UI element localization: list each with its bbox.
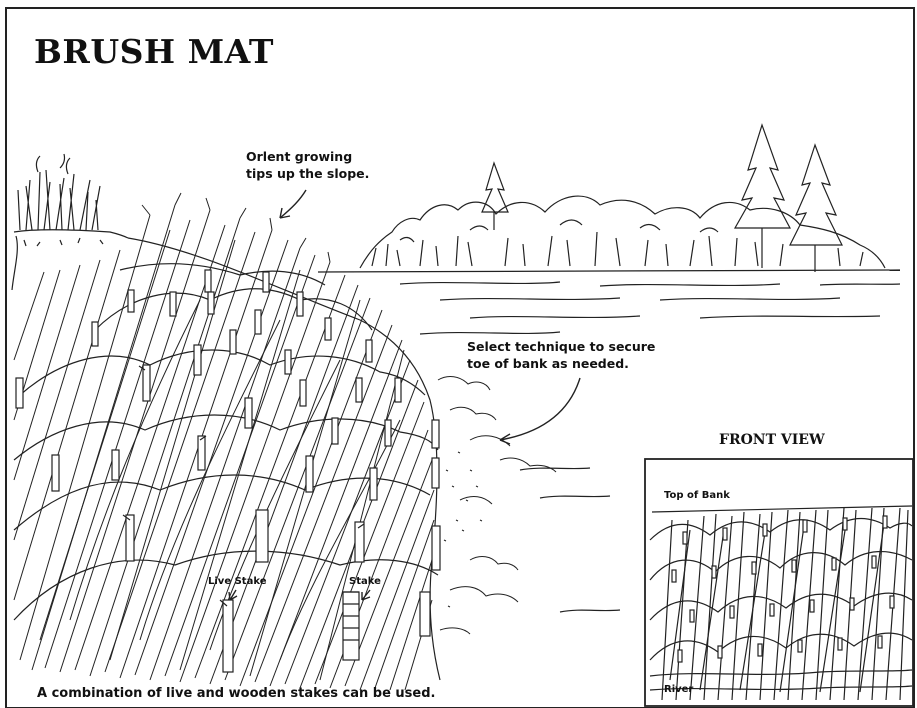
background-treeline: [360, 196, 885, 268]
top-of-bank-label: Top of Bank: [664, 487, 730, 504]
orient-line-1: Orlent growing: [246, 148, 369, 165]
select-arrow: [500, 378, 580, 440]
select-callout: Select technique to secure toe of bank a…: [467, 338, 655, 372]
caption: A combination of live and wooden stakes …: [37, 686, 435, 701]
live-stake-label: Live Stake: [208, 573, 266, 590]
orient-arrow: [280, 190, 306, 218]
conifer-trees: [482, 125, 842, 272]
select-line-1: Select technique to secure: [467, 338, 655, 355]
orient-callout: Orlent growing tips up the slope.: [246, 148, 369, 182]
diagram-title: BRUSH MAT: [34, 32, 274, 71]
stake-label: Stake: [349, 573, 381, 590]
river-label: River: [664, 681, 693, 698]
bank-top-grass: [12, 154, 128, 290]
orient-line-2: tips up the slope.: [246, 165, 369, 182]
toe-of-bank-rocks: [438, 377, 556, 634]
select-line-2: toe of bank as needed.: [467, 355, 655, 372]
front-view-title: FRONT VIEW: [719, 432, 825, 448]
callout-arrows: [229, 190, 580, 600]
